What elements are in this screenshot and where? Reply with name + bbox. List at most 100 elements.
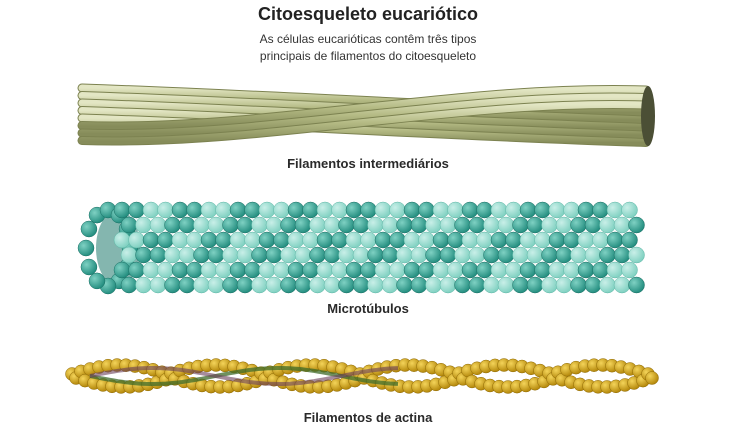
tubulin-bead: [280, 216, 297, 234]
tubulin-bead: [294, 246, 312, 264]
tubulin-bead: [200, 231, 218, 249]
tubulin-bead: [200, 261, 218, 279]
tubulin-bead: [410, 246, 428, 264]
tubulin-bead: [80, 220, 98, 238]
tubulin-bead: [541, 276, 558, 294]
tubulin-bead: [519, 231, 537, 249]
tubulin-bead: [526, 216, 544, 234]
tubulin-bead: [439, 246, 457, 264]
tubulin-bead: [120, 246, 138, 264]
tubulin-bead: [142, 231, 160, 249]
tubulin-bead: [273, 231, 290, 249]
tubulin-bead: [389, 261, 406, 279]
tubulin-bead: [432, 201, 450, 219]
tubulin-bead: [592, 231, 609, 249]
tubulin-bead: [555, 216, 573, 234]
tubulin-bead: [367, 246, 384, 264]
tubulin-bead: [403, 231, 421, 249]
actin-bead: [645, 371, 659, 385]
tubulin-bead: [505, 201, 522, 219]
tubulin-bead: [222, 216, 239, 234]
tubulin-bead: [222, 276, 239, 294]
tubulin-bead: [229, 201, 247, 219]
tubulin-bead: [135, 276, 152, 294]
tubulin-bead: [367, 216, 384, 234]
tubulin-bead: [171, 261, 189, 279]
tubulin-bead: [352, 216, 370, 234]
tubulin-bead: [128, 231, 145, 249]
tubulin-bead: [294, 216, 312, 234]
tubulin-bead: [244, 201, 261, 219]
tubulin-bead: [526, 246, 544, 264]
tubulin-bead: [193, 216, 210, 234]
tubulin-bead: [229, 231, 247, 249]
tubulin-bead: [128, 261, 145, 279]
tubulin-bead: [193, 246, 210, 264]
tubulin-bead: [606, 201, 624, 219]
tubulin-bead: [244, 261, 261, 279]
tubulin-bead: [360, 201, 377, 219]
tubulin-bead: [570, 246, 587, 264]
tubulin-bead: [309, 276, 326, 294]
tubulin-bead: [338, 276, 355, 294]
tubulin-bead: [164, 246, 181, 264]
tubulin-bead: [534, 261, 551, 279]
tubulin-bead: [497, 276, 515, 294]
tubulin-bead: [302, 231, 319, 249]
tubulin-bead: [592, 261, 609, 279]
tubulin-bead: [149, 216, 167, 234]
tubulin-bead: [432, 261, 450, 279]
tubulin-bead: [164, 276, 181, 294]
tubulin-bead: [425, 216, 442, 234]
tubulin-bead: [381, 246, 399, 264]
tubulin-bead: [360, 231, 377, 249]
tubulin-bead: [490, 261, 508, 279]
tubulin-bead: [599, 216, 616, 234]
tubulin-bead: [316, 201, 334, 219]
tubulin-bead: [236, 276, 254, 294]
tubulin-bead: [476, 231, 493, 249]
tubulin-bead: [439, 276, 457, 294]
tubulin-bead: [345, 201, 363, 219]
tubulin-bead: [338, 246, 355, 264]
tubulin-bead: [265, 246, 283, 264]
tubulin-bead: [468, 246, 486, 264]
tubulin-bead: [454, 216, 471, 234]
tubulin-bead: [410, 276, 428, 294]
tubulin-bead: [302, 261, 319, 279]
tubulin-bead: [425, 246, 442, 264]
tubulin-bead: [577, 261, 595, 279]
tubulin-bead: [360, 261, 377, 279]
tubulin-bead: [628, 246, 645, 264]
label-actin-filaments: Filamentos de actina: [303, 410, 433, 425]
tubulin-bead: [606, 261, 624, 279]
tubulin-bead: [563, 201, 580, 219]
tubulin-bead: [476, 201, 493, 219]
tubulin-bead: [280, 246, 297, 264]
tubulin-bead: [171, 201, 189, 219]
tubulin-bead: [425, 276, 442, 294]
tubulin-bead: [512, 216, 529, 234]
tubulin-bead: [113, 261, 131, 279]
tubulin-bead: [476, 261, 493, 279]
intermediate-filament-rods: [77, 83, 651, 147]
tubulin-bead: [287, 261, 305, 279]
tubulin-bead: [236, 216, 254, 234]
actin-strand-green: [89, 366, 399, 386]
tubulin-bead: [157, 231, 174, 249]
tubulin-bead: [505, 231, 522, 249]
tubulin-bead: [497, 246, 515, 264]
tubulin-bead: [258, 201, 276, 219]
tubulin-bead: [628, 216, 645, 234]
tubulin-bead: [512, 246, 529, 264]
tubulin-bead: [273, 261, 290, 279]
tubulin-bead: [178, 216, 196, 234]
tubulin-bead: [577, 231, 595, 249]
tubulin-bead: [512, 276, 529, 294]
tubulin-bead: [273, 201, 290, 219]
tubulin-bead: [164, 216, 181, 234]
tubulin-bead: [323, 276, 341, 294]
tubulin-bead: [142, 201, 160, 219]
tubulin-bead: [389, 231, 406, 249]
tubulin-bead: [200, 201, 218, 219]
